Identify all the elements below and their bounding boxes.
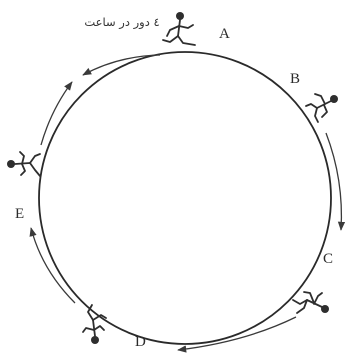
point-label-b: B (290, 71, 300, 87)
runner-figure-c (293, 292, 329, 313)
runner-figure-b (306, 94, 338, 122)
arrow-b-to-c (326, 133, 341, 230)
arrow-e-to-a (41, 82, 72, 145)
track-circle (39, 52, 331, 344)
runner-figure-e (7, 152, 40, 176)
arrow-a-to-e (83, 55, 160, 75)
point-label-e: E (15, 206, 24, 222)
point-label-c: C (323, 251, 333, 267)
runner-figure-d (83, 305, 106, 344)
speed-label: ٤ دور در ساعت (84, 15, 159, 30)
arrow-d-to-e (31, 228, 75, 303)
point-label-d: D (135, 334, 146, 350)
runner-figure-a (163, 12, 195, 45)
point-label-a: A (219, 26, 230, 42)
